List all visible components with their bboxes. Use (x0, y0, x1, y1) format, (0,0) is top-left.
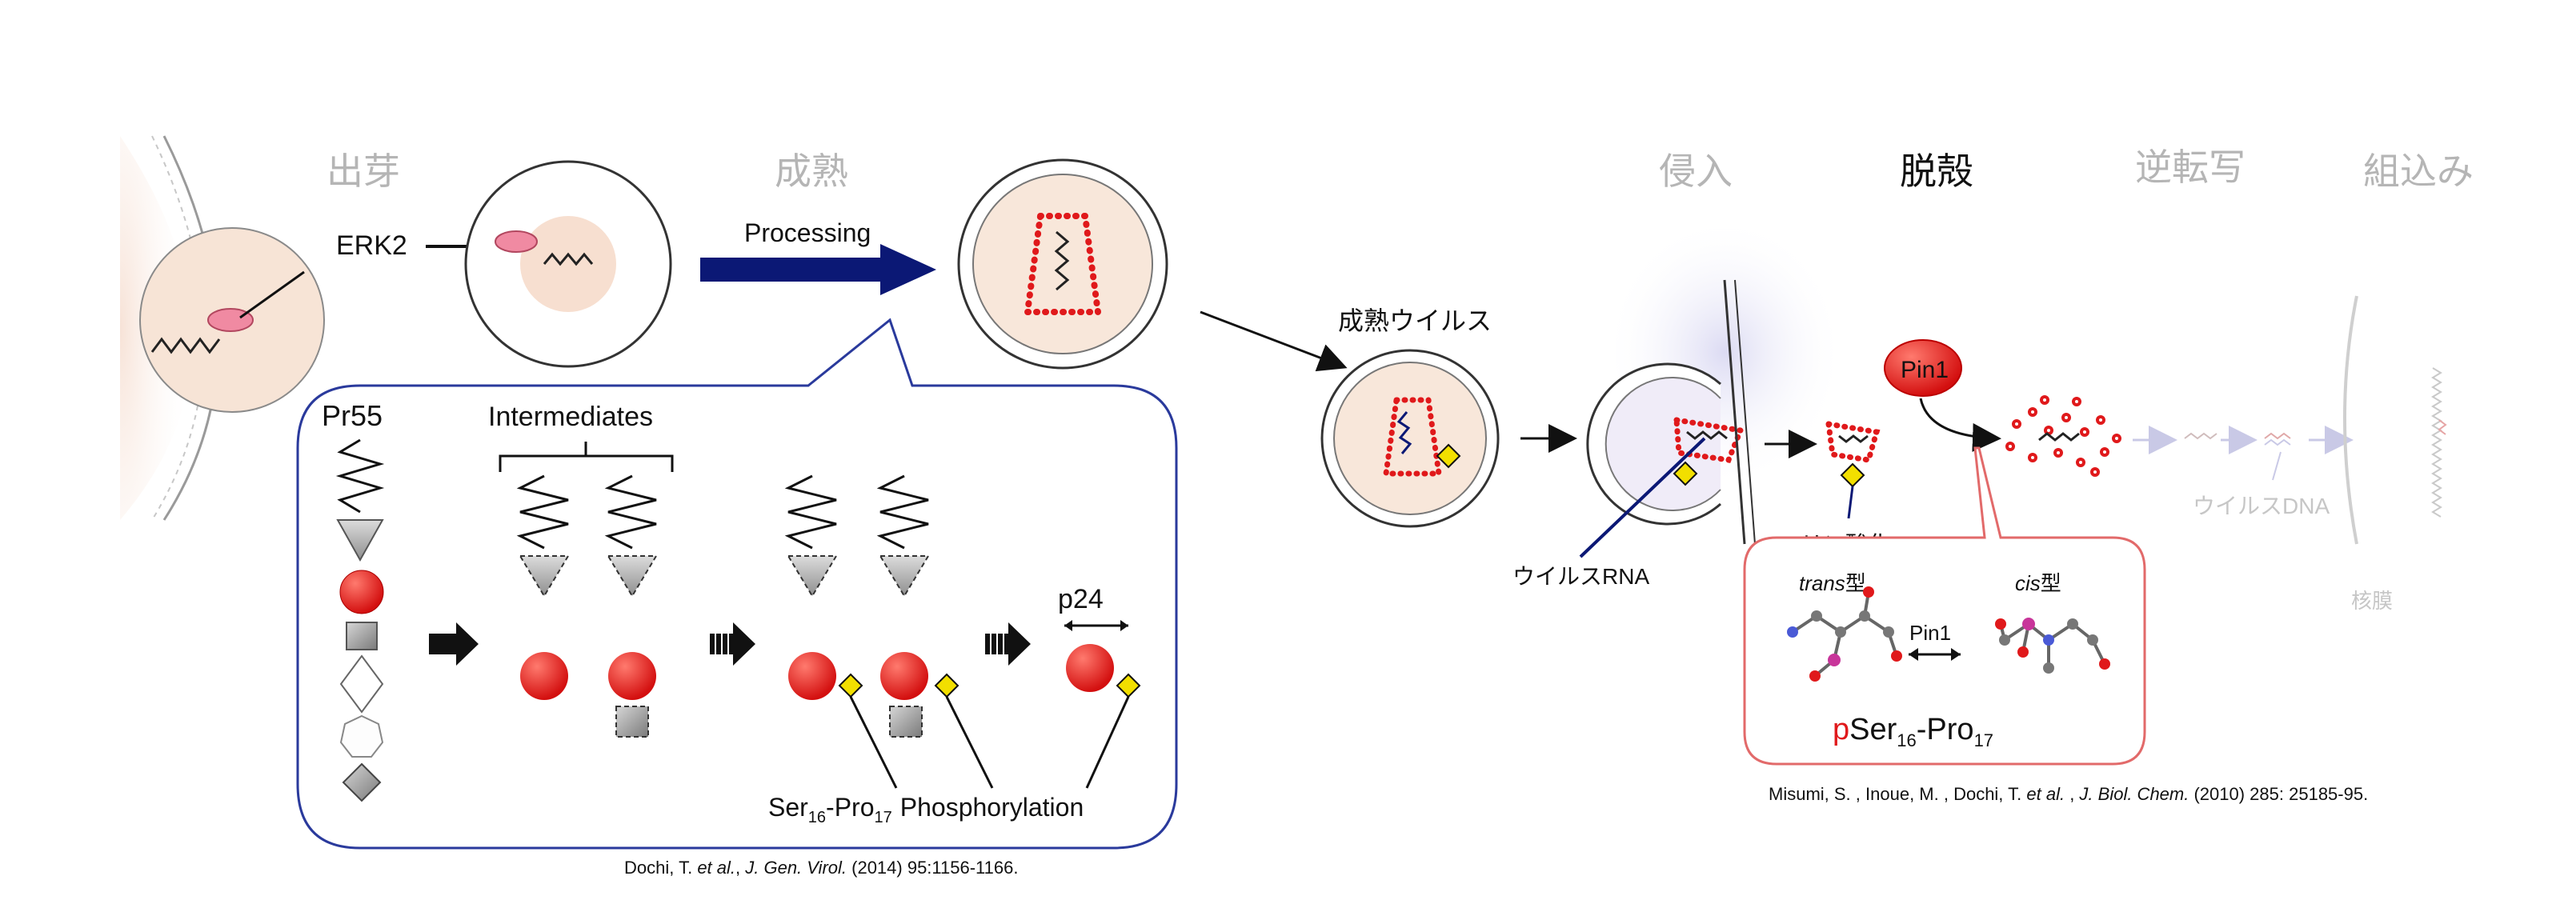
stage-maturation: 成熟 (775, 150, 848, 193)
uncoating-capsid (1825, 420, 1881, 519)
stage-integration: 組込み (2363, 150, 2474, 193)
trans-molecule (1787, 586, 1902, 682)
mature-virion-top (957, 158, 1168, 370)
dashed-arrow-1 (708, 622, 755, 666)
stage-uncoating: 脱殻 (1900, 150, 1973, 193)
mature-virus (1320, 349, 1500, 528)
mature-virus-label: 成熟ウイルス (1338, 306, 1492, 335)
nuclear-membrane-label: 核膜 (2351, 589, 2393, 613)
cis-form-label: cis型 (2015, 571, 2061, 595)
trans-form-label: trans型 (1799, 571, 1866, 595)
released-capsid-fragments (2005, 395, 2121, 477)
cis-molecule (1995, 618, 2110, 674)
arrow-to-mature (1200, 310, 1348, 372)
pr55-polyprotein (335, 438, 385, 802)
citation-left: Dochi, T. et al., J. Gen. Virol. (2014) … (624, 858, 1018, 878)
intermediate-1 (516, 474, 570, 700)
entering-virion (1586, 279, 1756, 545)
phospho-intermediate-1 (784, 474, 863, 700)
phospho-intermediate-2 (876, 474, 959, 738)
host-dna (2431, 367, 2447, 518)
processing-label: Processing (744, 218, 871, 247)
pin1-isomerase-label: Pin1 (1909, 621, 1951, 645)
stage-budding: 出芽 (327, 150, 400, 193)
stage-entry: 侵入 (1659, 150, 1733, 193)
isomer-detail-box (1743, 446, 2146, 766)
budding-virion (139, 227, 325, 413)
processing-detail-box (296, 318, 1178, 850)
processing-arrow (700, 244, 936, 295)
erk2-label: ERK2 (336, 230, 407, 261)
intermediate-2 (604, 474, 658, 738)
citation-right: Misumi, S. , Inoue, M. , Dochi, T. et al… (1769, 784, 2368, 804)
immature-virion (464, 160, 672, 368)
equilibrium-arrow (1909, 648, 1961, 661)
stage-reverse-transcription: 逆転写 (2135, 146, 2245, 189)
p24-product (1064, 620, 1141, 698)
dashed-arrow-2 (984, 622, 1031, 666)
pr55-label: Pr55 (322, 399, 383, 432)
viral-dna-label: ウイルスDNA (2193, 494, 2330, 518)
svg-text:Pin1: Pin1 (1901, 357, 1949, 383)
nuclear-membrane (2343, 295, 2358, 545)
pser16-pro17-label: pSer16-Pro17 (1833, 713, 1993, 750)
pin1-enzyme: Pin1 (1884, 339, 1962, 397)
pin1-arrow (1919, 398, 2001, 452)
solid-arrow (429, 622, 479, 666)
intermediates-label: Intermediates (488, 402, 653, 432)
p24-label: p24 (1058, 584, 1104, 614)
viral-rna-label: ウイルスRNA (1512, 564, 1649, 589)
